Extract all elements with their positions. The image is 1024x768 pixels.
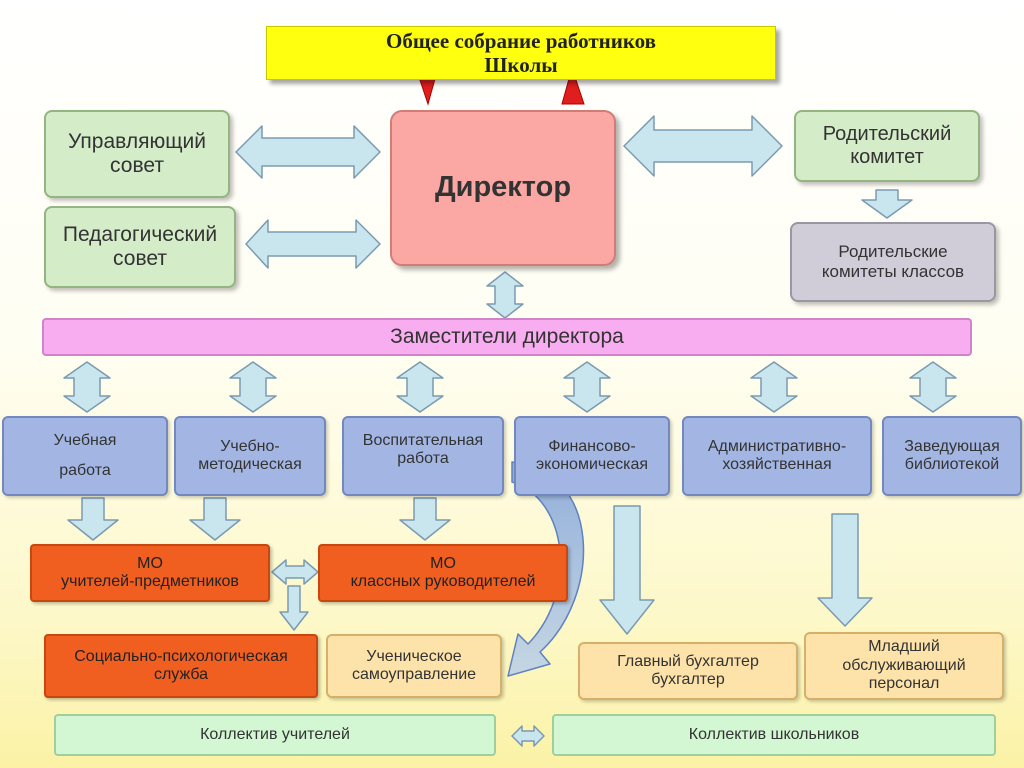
general-meeting-box: Общее собрание работников Школы — [266, 26, 776, 80]
department-upbringing-line1: Воспитательная — [362, 432, 484, 449]
arrow-dep-3 — [396, 361, 444, 413]
social-psych-service-line2: служба — [153, 666, 209, 683]
social-psych-service-line1: Социально-психологическая — [74, 647, 288, 665]
mo-class-teachers-box: МО классных руководителей — [318, 544, 568, 602]
red-arrow-up — [561, 66, 585, 105]
chief-accountant-line1: Главный бухгалтер — [617, 652, 759, 670]
department-study-line2: работа — [59, 461, 111, 479]
general-meeting-line2: Школы — [484, 53, 558, 77]
department-methodical-line2: методическая — [198, 456, 302, 473]
deputies-label: Заместители директора — [390, 324, 624, 348]
class-parent-committees-box: Родительские комитеты классов — [790, 222, 996, 302]
department-finance-line2: экономическая — [535, 456, 649, 473]
class-parent-committees-line1: Родительские — [838, 242, 948, 262]
arrow-collectives — [511, 725, 545, 747]
department-finance-box: Финансово- экономическая — [514, 416, 670, 496]
arrow-dep-1 — [63, 361, 111, 413]
students-collective-label: Коллектив школьников — [688, 725, 860, 743]
arrow-admin-staff — [817, 513, 873, 627]
mo-class-teachers-line1: МО — [430, 554, 456, 572]
arrow-dep-6 — [909, 361, 957, 413]
pedagogical-council-line2: совет — [113, 247, 167, 270]
pedagogical-council-line1: Педагогический — [62, 222, 218, 246]
arrow-parent-classes — [861, 189, 913, 219]
arrow-mo-social — [279, 585, 309, 631]
department-finance-line1: Финансово- — [548, 437, 636, 455]
department-upbringing-line2: работа — [397, 450, 449, 468]
arrow-director-parent — [623, 115, 783, 177]
pedagogical-council-box: Педагогический совет — [44, 206, 236, 288]
department-library-line2: библиотекой — [904, 456, 1000, 473]
parent-committee-line1: Родительский — [822, 123, 952, 145]
general-meeting-line1: Общее собрание работников — [385, 28, 656, 53]
arrow-director-deputies — [486, 271, 524, 319]
student-government-box: Ученическое самоуправление — [326, 634, 502, 698]
parent-committee-line2: комитет — [850, 146, 924, 168]
arrow-mo-link — [271, 559, 319, 585]
teachers-collective-label: Коллектив учителей — [200, 725, 350, 743]
arrow-dep-2 — [229, 361, 277, 413]
arrow-dep-4 — [563, 361, 611, 413]
parent-committee-box: Родительский комитет — [794, 110, 980, 182]
managing-council-box: Управляющий совет — [44, 110, 230, 198]
managing-council-line1: Управляющий — [68, 129, 206, 153]
chief-accountant-line2: бухгалтер — [651, 671, 725, 688]
junior-staff-line2: обслуживающий — [842, 656, 966, 674]
department-admin-line2: хозяйственная — [722, 456, 832, 473]
student-government-line2: самоуправление — [351, 666, 477, 683]
department-admin-line1: Административно- — [707, 437, 847, 455]
managing-council-line2: совет — [110, 154, 164, 177]
director-label: Директор — [434, 171, 572, 204]
junior-staff-line1: Младший — [868, 638, 940, 656]
department-study-line1: Учебная — [53, 431, 117, 449]
students-collective-box: Коллектив школьников — [552, 714, 996, 756]
junior-staff-box: Младший обслуживающий персонал — [804, 632, 1004, 700]
arrow-study-mo — [67, 497, 119, 541]
department-methodical-line1: Учебно- — [220, 437, 280, 455]
department-library-box: Заведующая библиотекой — [882, 416, 1022, 496]
mo-class-teachers-line2: классных руководителей — [350, 573, 536, 590]
deputies-bar: Заместители директора — [42, 318, 972, 356]
arrow-upbring-selfgov-curve — [507, 461, 585, 677]
department-study-box: Учебная работа — [2, 416, 168, 496]
arrow-finance-accountant — [599, 505, 655, 635]
social-psych-service-box: Социально-психологическая служба — [44, 634, 318, 698]
department-library-line1: Заведующая — [904, 437, 1000, 455]
junior-staff-line3: персонал — [868, 675, 940, 693]
student-government-line1: Ученическое — [366, 647, 462, 665]
chief-accountant-box: Главный бухгалтер бухгалтер — [578, 642, 798, 700]
arrow-method-mo — [189, 497, 241, 541]
mo-subject-teachers-box: МО учителей-предметников — [30, 544, 270, 602]
mo-subject-teachers-line2: учителей-предметников — [61, 573, 239, 590]
arrow-managing-director — [235, 125, 381, 179]
arrow-dep-5 — [750, 361, 798, 413]
department-admin-box: Административно- хозяйственная — [682, 416, 872, 496]
director-box: Директор — [390, 110, 616, 266]
arrow-upbring-mo — [399, 497, 451, 541]
class-parent-committees-line2: комитеты классов — [821, 262, 965, 281]
mo-subject-teachers-line1: МО — [137, 554, 163, 572]
arrow-pedagogical-director — [245, 219, 381, 269]
department-upbringing-box: Воспитательная работа — [342, 416, 504, 496]
department-methodical-box: Учебно- методическая — [174, 416, 326, 496]
teachers-collective-box: Коллектив учителей — [54, 714, 496, 756]
